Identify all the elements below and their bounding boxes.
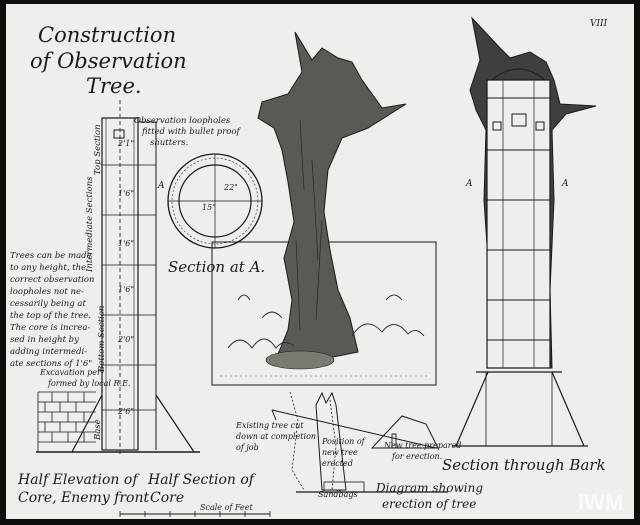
tree-sketch	[220, 31, 430, 377]
section-dim-outer: 22"	[223, 183, 238, 192]
svg-text:correct observation: correct observation	[10, 275, 95, 285]
trees-note: Trees can be made to any height, the cor…	[10, 251, 95, 369]
section-at-a: 22" 15"	[167, 153, 263, 249]
svg-text:Position of: Position of	[321, 437, 367, 446]
svg-text:Observation loopholes: Observation loopholes	[134, 116, 231, 126]
svg-text:of job: of job	[236, 443, 259, 452]
half-section-1: Half Section of	[147, 472, 257, 488]
intermediate-sections-label: Intermediate Sections	[85, 176, 95, 273]
new-tree-position-note: Position of new tree erected	[321, 437, 367, 468]
title-line-3: Tree.	[86, 74, 142, 98]
section-at-a-label: Section at A.	[168, 258, 265, 276]
height-mark: 1'6"	[118, 239, 134, 248]
sandbags-label: Sandbags	[318, 490, 358, 499]
bottom-section-label: Bottom Section	[97, 306, 107, 373]
top-section-label: Top Section	[93, 124, 103, 175]
loophole-note: Observation loopholes fitted with bullet…	[134, 116, 242, 148]
title-line-2: of Observation	[30, 49, 187, 73]
erection-diagram	[271, 391, 448, 493]
excavation-note: Excavation per-	[39, 368, 104, 377]
svg-text:the top of the tree.: the top of the tree.	[10, 311, 91, 321]
core-elevation	[101, 117, 157, 451]
svg-text:The core is increa-: The core is increa-	[10, 323, 90, 333]
section-marker-a: A	[157, 181, 165, 191]
scale-label: Scale of Feet	[200, 503, 253, 512]
svg-text:New tree prepared: New tree prepared	[383, 441, 461, 450]
sandbag-wall	[37, 391, 96, 452]
existing-tree-note: Existing tree cut down at completion of …	[235, 421, 316, 452]
height-mark: 1'6"	[118, 285, 134, 294]
engineering-drawing: Construction of Observation Tree. VIII T…	[10, 16, 623, 517]
diagram-caption-2: erection of tree	[382, 497, 476, 511]
svg-text:new tree: new tree	[322, 448, 358, 457]
tree-prepared-note: New tree prepared for erection.	[383, 441, 461, 461]
svg-text:for erection.: for erection.	[391, 452, 442, 461]
svg-text:Existing tree cut: Existing tree cut	[235, 421, 304, 430]
height-mark: 2'6"	[117, 407, 134, 416]
svg-text:down at completion: down at completion	[236, 432, 316, 441]
half-section-2: Core	[150, 490, 184, 506]
iwm-watermark: IWM	[578, 490, 623, 515]
height-dimensions: 2'1" 1'6" 1'6" 1'6" 2'0" 2'6"	[117, 139, 134, 416]
half-elevation-1: Half Elevation of	[17, 472, 140, 488]
diagram-caption-1: Diagram showing	[375, 481, 483, 495]
drawing-sheet: Construction of Observation Tree. VIII T…	[6, 4, 634, 519]
bark-marker-a-left: A	[465, 179, 473, 189]
svg-text:cessarily being at: cessarily being at	[10, 299, 86, 309]
title-line-1: Construction	[38, 23, 176, 47]
svg-text:fitted with bullet proof: fitted with bullet proof	[141, 127, 242, 137]
scale-bar	[119, 511, 271, 517]
height-mark: 2'0"	[117, 335, 134, 344]
svg-text:ate sections of 1'6": ate sections of 1'6"	[10, 359, 92, 369]
height-mark: 2'1"	[117, 139, 134, 148]
svg-text:erected: erected	[322, 459, 353, 468]
base-label: Base	[93, 419, 103, 441]
core-base	[36, 394, 200, 453]
svg-text:sed in height by: sed in height by	[10, 335, 79, 345]
bark-marker-a-right: A	[561, 179, 569, 189]
svg-text:adding intermedi-: adding intermedi-	[10, 347, 87, 357]
section-through-bark-label: Section through Bark	[442, 456, 606, 474]
svg-text:to any height, the: to any height, the	[10, 263, 86, 273]
sheet-reference: VIII	[590, 19, 608, 29]
svg-text:Trees can be made: Trees can be made	[10, 251, 92, 261]
height-mark: 1'6"	[118, 189, 134, 198]
half-elevation-2: Core, Enemy front	[18, 490, 149, 506]
bark-section	[452, 16, 597, 447]
svg-text:shutters.: shutters.	[150, 138, 188, 148]
excavation-note: formed by local R.E.	[47, 379, 130, 388]
section-dim-inner: 15"	[202, 203, 216, 212]
svg-text:loopholes not ne-: loopholes not ne-	[10, 287, 84, 297]
